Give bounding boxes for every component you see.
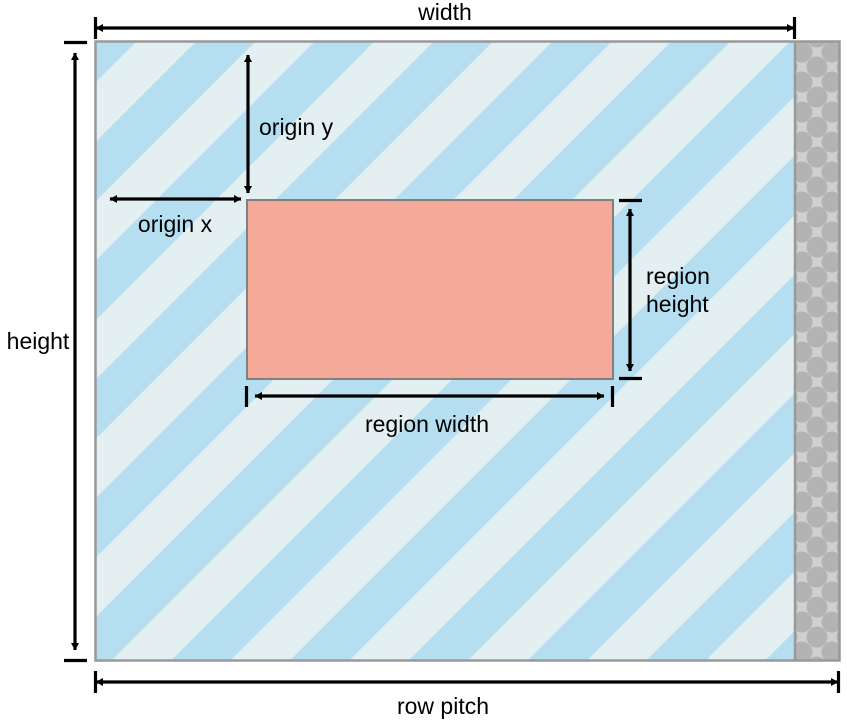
region-height-dimension: region height — [619, 198, 710, 381]
width-label: width — [417, 0, 472, 25]
region-rect — [246, 199, 614, 380]
image-buffer-rect — [94, 40, 841, 662]
row-pitch-label: row pitch — [397, 693, 489, 719]
origin-y-label: origin y — [259, 114, 334, 140]
row-padding-area — [795, 41, 840, 661]
origin-x-label: origin x — [138, 211, 213, 237]
region-width-dimension: region width — [244, 386, 615, 437]
height-label: height — [7, 328, 70, 354]
region-fill — [246, 199, 614, 380]
height-dimension: height — [7, 40, 87, 663]
row-pitch-dimension: row pitch — [93, 671, 841, 719]
origin-x-dimension: origin x — [109, 195, 242, 237]
width-dimension: width — [93, 0, 797, 39]
region-height-label-line1: region — [646, 263, 710, 289]
buffer-outline — [94, 40, 841, 662]
region-width-label: region width — [365, 411, 489, 437]
region-height-label-line2: height — [646, 291, 709, 317]
origin-y-dimension: origin y — [244, 54, 334, 194]
